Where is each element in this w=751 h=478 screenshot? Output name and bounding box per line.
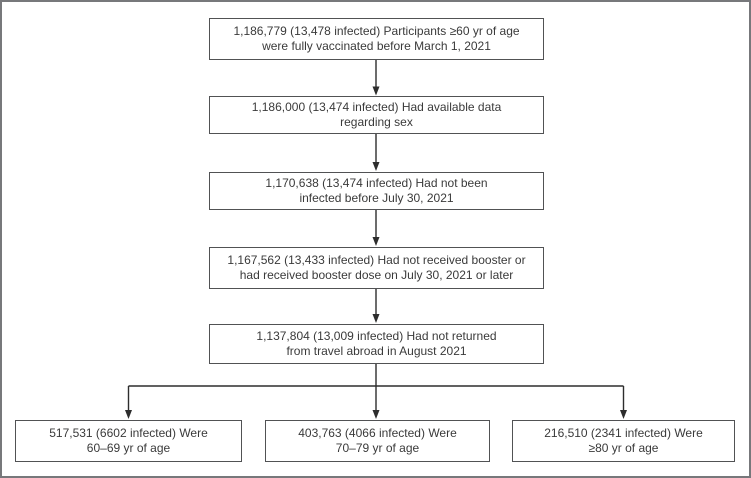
flow-arrowhead xyxy=(372,162,380,171)
flow-box-age-70-79: 403,763 (4066 infected) Were 70–79 yr of… xyxy=(265,420,490,462)
box-text-line2: 60–69 yr of age xyxy=(86,441,171,455)
flow-box-not-previously-infected: 1,170,638 (13,474 infected) Had not been… xyxy=(209,172,544,210)
box-text-line1: 1,186,779 (13,478 infected) Participants… xyxy=(233,24,520,38)
flow-arrowhead xyxy=(125,410,132,419)
box-text-line1: 403,763 (4066 infected) Were xyxy=(298,426,457,440)
box-text-line1: 216,510 (2341 infected) Were xyxy=(544,426,703,440)
flow-box-age-60-69: 517,531 (6602 infected) Were 60–69 yr of… xyxy=(15,420,242,462)
flow-box-age-80-plus: 216,510 (2341 infected) Were ≥80 yr of a… xyxy=(512,420,735,462)
box-text-line2: 70–79 yr of age xyxy=(335,441,420,455)
flow-arrowhead xyxy=(372,314,380,323)
box-text-line2: were fully vaccinated before March 1, 20… xyxy=(262,39,491,53)
flow-arrowhead xyxy=(372,410,380,419)
flow-box-booster-status: 1,167,562 (13,433 infected) Had not rece… xyxy=(209,247,544,289)
flow-box-fully-vaccinated: 1,186,779 (13,478 infected) Participants… xyxy=(209,18,544,60)
box-text-line2: had received booster dose on July 30, 20… xyxy=(239,268,514,282)
box-text-line2: regarding sex xyxy=(340,115,413,129)
box-text-line2: infected before July 30, 2021 xyxy=(299,191,454,205)
box-text-line2: from travel abroad in August 2021 xyxy=(286,344,467,358)
box-text-line1: 1,170,638 (13,474 infected) Had not been xyxy=(265,176,488,190)
box-text-line2: ≥80 yr of age xyxy=(588,441,659,455)
flow-arrowhead xyxy=(620,410,627,419)
box-text-line1: 1,167,562 (13,433 infected) Had not rece… xyxy=(227,253,526,267)
flow-box-no-travel: 1,137,804 (13,009 infected) Had not retu… xyxy=(209,324,544,364)
box-text-line1: 517,531 (6602 infected) Were xyxy=(49,426,208,440)
flow-arrowhead xyxy=(372,237,380,246)
flow-box-sex-data: 1,186,000 (13,474 infected) Had availabl… xyxy=(209,96,544,134)
flow-arrowhead xyxy=(372,86,380,96)
box-text-line1: 1,186,000 (13,474 infected) Had availabl… xyxy=(251,100,502,114)
box-text-line1: 1,137,804 (13,009 infected) Had not retu… xyxy=(256,329,497,343)
